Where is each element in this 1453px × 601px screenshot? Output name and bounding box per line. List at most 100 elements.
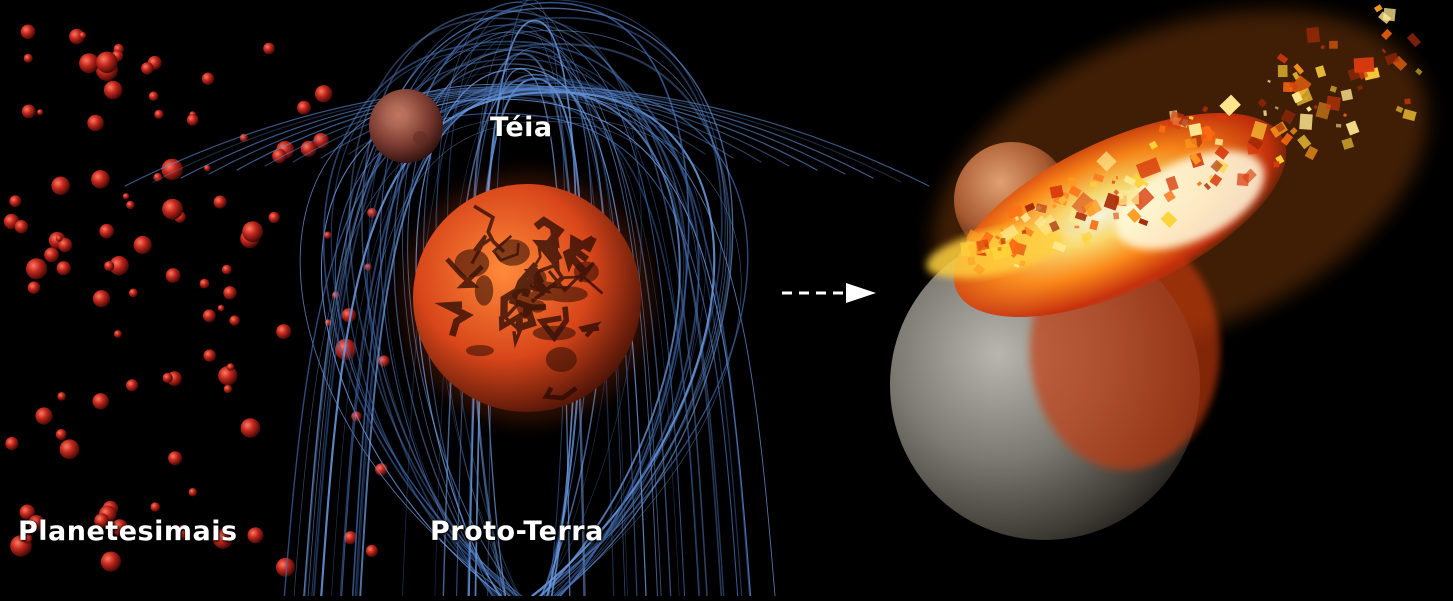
debris-fragment xyxy=(1159,125,1166,133)
debris-fragment xyxy=(1188,123,1202,136)
planetesimal xyxy=(141,62,153,74)
proto-earth-planet xyxy=(402,173,652,423)
planetesimal xyxy=(93,290,110,307)
planetesimal xyxy=(223,286,236,299)
planetesimal xyxy=(9,195,21,207)
planetesimal xyxy=(35,407,52,424)
planetesimal xyxy=(99,224,114,239)
planetesimal xyxy=(57,261,71,275)
theia-label: Téia xyxy=(490,112,553,143)
lava-spot xyxy=(534,270,547,286)
planetesimal xyxy=(56,429,67,440)
debris-fragment xyxy=(1185,138,1197,148)
lava-spot xyxy=(533,326,576,341)
planetesimal xyxy=(79,32,86,39)
debris-fragment xyxy=(967,257,975,266)
planetesimal xyxy=(104,261,114,271)
planetesimal xyxy=(56,235,63,242)
planetesimal xyxy=(22,105,36,119)
planetesimal xyxy=(51,177,70,196)
debris-fragment xyxy=(1113,212,1119,219)
planetesimal xyxy=(129,289,138,298)
planetesimal xyxy=(151,502,161,512)
debris-fragment xyxy=(1022,230,1026,234)
debris-fragment xyxy=(1074,226,1079,229)
debris-fragment xyxy=(1329,41,1338,49)
planetesimal xyxy=(153,173,162,182)
debris-fragment xyxy=(1336,124,1341,128)
planetesimal xyxy=(163,373,173,383)
planetesimal xyxy=(189,488,197,496)
planetesimal xyxy=(134,236,152,254)
planetesimal xyxy=(229,315,239,325)
planetesimal xyxy=(21,25,36,40)
debris-fragment xyxy=(1299,114,1313,130)
planetesimal xyxy=(324,232,331,239)
lava-spot xyxy=(545,286,587,302)
lava-spot xyxy=(495,239,529,265)
planetesimal xyxy=(28,281,41,294)
debris-fragment xyxy=(1341,89,1353,101)
debris-fragment xyxy=(1383,8,1396,21)
planetesimal xyxy=(44,247,59,262)
planetesimal xyxy=(276,324,291,339)
planetesimal xyxy=(315,85,332,102)
planetesimal xyxy=(79,53,99,73)
debris-fragment xyxy=(1326,96,1341,111)
theia-planet xyxy=(369,89,443,163)
planetesimal xyxy=(5,437,18,450)
planetesimal xyxy=(15,220,28,233)
debris-fragment xyxy=(1306,27,1320,43)
debris-fragment xyxy=(1354,57,1375,73)
debris-fragment xyxy=(1278,65,1288,77)
proto-earth-label: Proto-Terra xyxy=(430,516,604,547)
planetesimal xyxy=(227,363,235,371)
planetesimal xyxy=(93,393,109,409)
debris-fragment xyxy=(1215,138,1223,145)
lava-spot xyxy=(516,288,534,317)
planetesimal xyxy=(24,54,33,63)
planetesimal xyxy=(162,199,183,220)
planetesimal xyxy=(297,101,311,115)
debris-fragment xyxy=(1237,173,1249,186)
debris-fragment xyxy=(1119,190,1140,205)
lava-spot xyxy=(466,345,494,356)
planetesimal xyxy=(104,81,123,100)
debris-fragment xyxy=(1304,97,1307,100)
debris-fragment xyxy=(1404,98,1411,104)
planetesimals-label: Planetesimais xyxy=(18,516,238,547)
planetesimal xyxy=(203,309,216,322)
planetesimal xyxy=(60,439,80,459)
planetesimal xyxy=(224,385,232,393)
planetesimal xyxy=(166,268,181,283)
planetesimal xyxy=(101,552,121,572)
debris-fragment xyxy=(960,241,976,256)
planetesimal xyxy=(366,545,378,557)
planetesimal xyxy=(123,193,129,199)
debris-fragment xyxy=(998,247,1002,251)
planetesimal xyxy=(202,73,214,85)
planetesimal xyxy=(241,418,261,438)
debris-fragment xyxy=(1050,185,1064,199)
planetesimal xyxy=(154,110,163,119)
planetesimal xyxy=(168,451,182,465)
planetesimal xyxy=(126,201,134,209)
planetesimal xyxy=(248,527,264,543)
debris-fragment xyxy=(1068,177,1077,186)
planetesimal xyxy=(204,349,216,361)
planetesimal xyxy=(222,265,232,275)
planetesimal xyxy=(214,196,227,209)
planetesimal xyxy=(269,212,280,223)
debris-fragment xyxy=(1090,182,1097,187)
planetesimal xyxy=(26,258,47,279)
debris-fragment xyxy=(1001,238,1006,245)
debris-fragment xyxy=(1263,110,1267,116)
planetesimal xyxy=(242,221,263,242)
planetesimal xyxy=(263,43,275,55)
lava-spot xyxy=(574,261,599,282)
planetesimal xyxy=(114,330,122,338)
lava-spot xyxy=(455,249,490,277)
planetesimal xyxy=(365,263,372,270)
